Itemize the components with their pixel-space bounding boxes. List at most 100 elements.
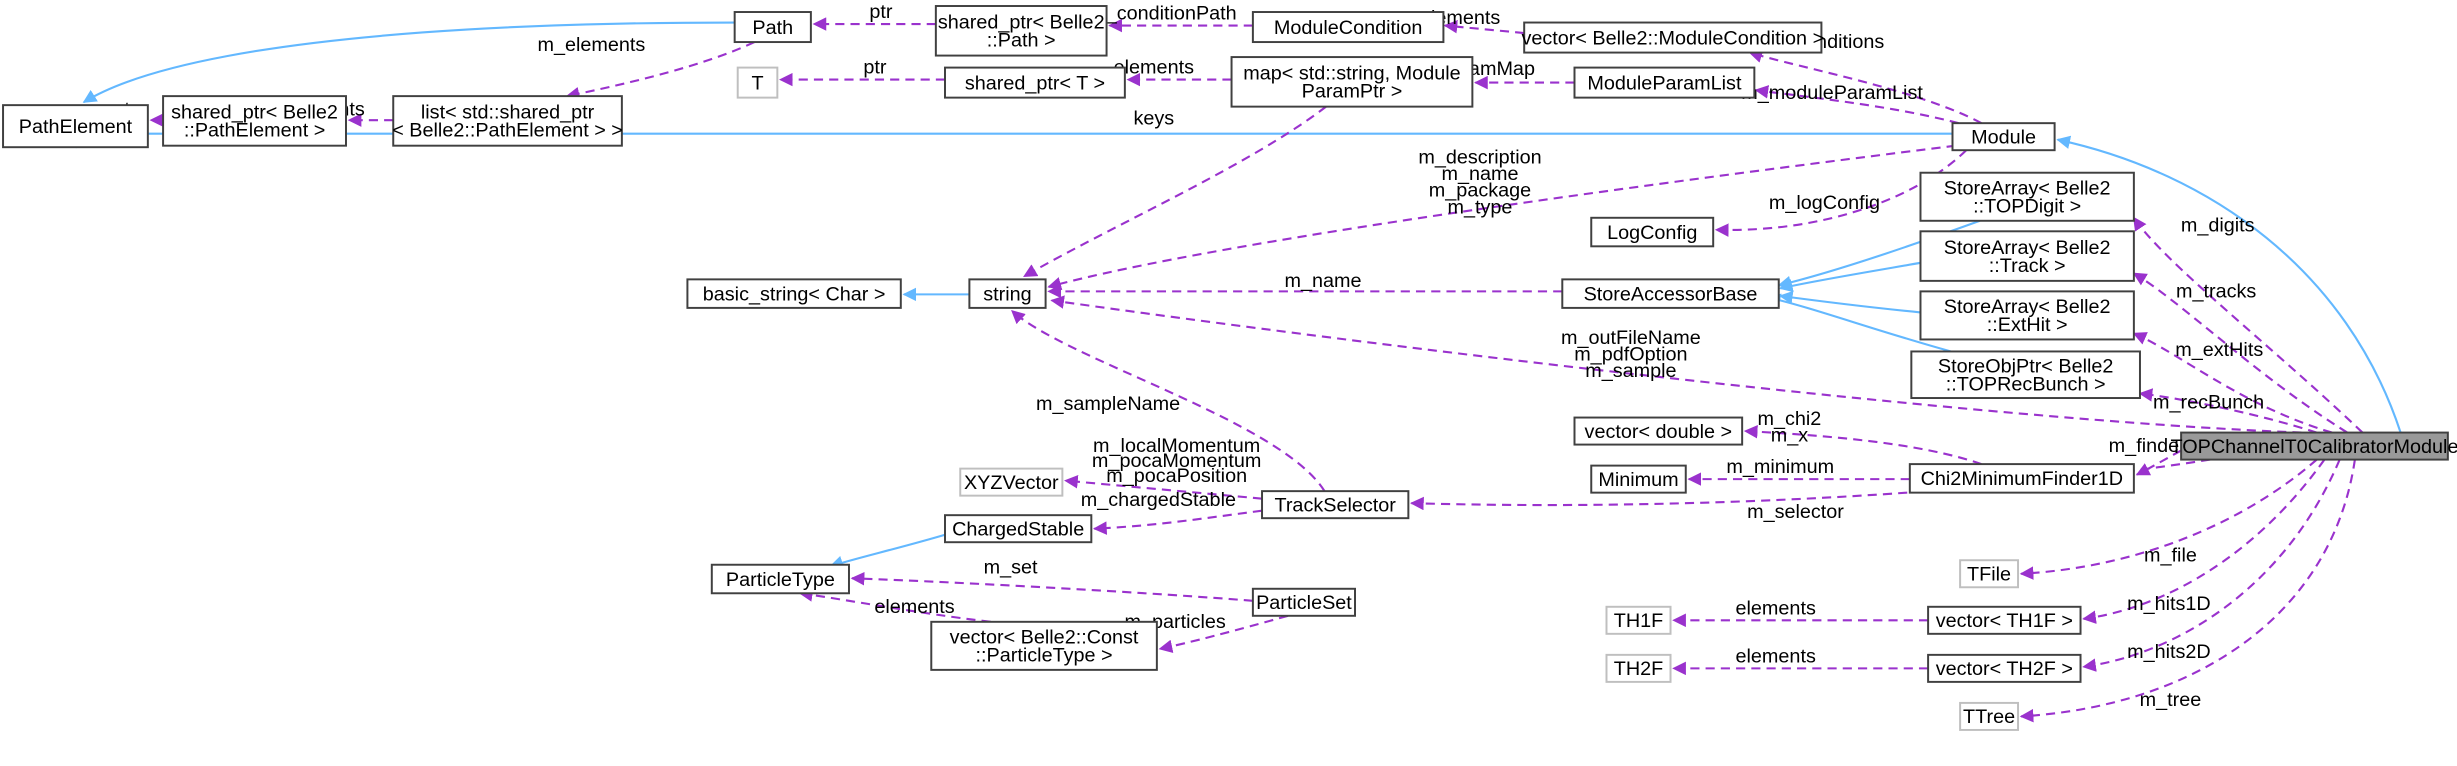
edge-th1f-elements: elements [1672,597,1929,628]
node-box [944,66,1126,99]
class-node-sa-exthit[interactable]: StoreArray< Belle2::ExtHit > [1919,290,2135,341]
edge-condition-path: m_conditionPath [1089,3,1253,33]
node-label: vector< TH2F > [1936,658,2073,680]
edge-label: m_file [2144,545,2197,567]
class-node-moduleparamlist[interactable]: ModuleParamList [1573,66,1756,99]
edge-module-logconfig: m_logConfig [1714,149,1967,237]
class-node-pathelement[interactable]: PathElement [2,104,149,149]
edge-label: m_x [1771,425,1809,447]
node-box [1959,701,2020,731]
node-label: ::Track > [1989,255,2066,277]
node-label: TOPChannelT0CalibratorModule [2170,436,2457,458]
class-node-sa-track[interactable]: StoreArray< Belle2::Track > [1919,230,2135,282]
class-node-path[interactable]: Path [733,11,812,44]
class-node-list-pathelement[interactable]: list< std::shared_ptr< Belle2::PathEleme… [392,95,623,147]
node-box [1919,171,2135,222]
class-node-th2f[interactable]: TH2F [1605,653,1672,683]
class-node-ttree[interactable]: TTree [1959,701,2020,731]
node-label: vector< Belle2::ModuleCondition > [1521,27,1824,49]
edge-label: m_elements [537,34,645,56]
node-box [1523,21,1823,54]
edge-map-keys: keys [1023,105,1327,278]
class-node-logconfig[interactable]: LogConfig [1590,216,1715,248]
class-node-sop-toprecbunch[interactable]: StoreObjPtr< Belle2::TOPRecBunch > [1910,350,2141,399]
edge-calib-module [2056,135,2402,433]
edge-label: m_pdfOption [1574,344,1687,366]
edge-label: ptr [869,1,893,23]
class-node-vec-double[interactable]: vector< double > [1573,416,1744,446]
edge-line [1443,19,1525,35]
node-box [733,11,812,44]
edge-line [2132,216,2364,434]
class-node-xyzvector[interactable]: XYZVector [959,467,1064,497]
edge-th2f-elements: elements [1672,645,1929,676]
edge-finder-minimum: m_minimum [1687,456,1910,486]
edge-label: m_hits2D [2127,641,2211,663]
node-box [1261,490,1410,520]
class-node-vec-th2f[interactable]: vector< TH2F > [1927,653,2082,683]
edge-sp-t-ptr: ptr [779,57,945,87]
edge-line [1778,290,1921,314]
class-node-tfile[interactable]: TFile [1959,559,2020,589]
class-node-particleset[interactable]: ParticleSet [1251,587,1356,617]
class-node-chi2minimumfinder1d[interactable]: Chi2MinimumFinder1D [1908,463,2135,494]
edge-recbunch-storeaccessor [1766,293,1952,353]
edge-label: m_name [1284,270,1361,292]
class-node-vec-modulecondition[interactable]: vector< Belle2::ModuleCondition > [1521,21,1824,54]
node-box [2,104,149,149]
class-node-modulecondition[interactable]: ModuleCondition [1251,11,1445,44]
edge-label: elements [874,596,955,618]
class-node-module[interactable]: Module [1951,122,2056,152]
node-label: PathElement [19,116,133,138]
class-node-sp-path[interactable]: shared_ptr< Belle2::Path > [934,5,1108,57]
edge-line [1748,49,1982,125]
edge-line [1050,295,2302,434]
edge-line [829,533,946,569]
edge-selector-xyz: m_localMomentumm_pocaMomentumm_pocaPosit… [1064,435,1263,500]
edge-line [1047,144,1956,291]
edge-path-m-elements: m_elements [537,34,755,101]
edge-label: m_set [984,557,1038,579]
edge-module-pathelement [71,131,1953,149]
node-box [710,563,850,595]
class-node-minimum[interactable]: Minimum [1590,464,1687,494]
node-box [1230,56,1474,108]
edge-line [1011,309,1326,492]
edge-line [1766,293,1952,353]
node-box [1251,587,1356,617]
node-label: ::ParticleType > [976,645,1113,667]
class-node-particletype[interactable]: ParticleType [710,563,850,595]
node-box [968,278,1047,309]
class-node-trackselector[interactable]: TrackSelector [1261,490,1410,520]
edge-label: m_tree [2140,689,2202,711]
edge-label: m_finders [2109,435,2196,457]
node-label: list< std::shared_ptr [421,102,595,124]
node-box [1573,66,1756,99]
edge-map-elements: elements [1114,57,1232,87]
class-node-sp-t[interactable]: shared_ptr< T > [944,66,1126,99]
node-label: < Belle2::PathElement > > [392,120,623,142]
node-label: string [983,284,1031,306]
node-box [1908,463,2135,494]
edge-line [2082,458,2326,624]
node-box [162,95,347,147]
class-node-storeaccessorbase[interactable]: StoreAccessorBase [1561,278,1780,309]
class-node-sa-topdigit[interactable]: StoreArray< Belle2::TOPDigit > [1919,171,2135,222]
class-node-topchannelt0calibratormodule[interactable]: TOPChannelT0CalibratorModule [2170,431,2457,461]
class-node-chargedstable[interactable]: ChargedStable [944,514,1093,544]
class-node-vec-th1f[interactable]: vector< TH1F > [1927,605,2082,635]
node-label: vector< TH1F > [1936,610,2073,632]
edge-line [1778,261,1921,293]
edge-calib-digits: m_digits [2132,214,2364,434]
class-node-vec-particletype[interactable]: vector< Belle2::Const::ParticleType > [930,620,1158,671]
node-label: ChargedStable [952,519,1084,541]
class-node-string[interactable]: string [968,278,1047,309]
node-box [934,5,1108,57]
class-node-basic-string[interactable]: basic_string< Char > [686,278,902,309]
class-node-sp-pathelement[interactable]: shared_ptr< Belle2::PathElement > [162,95,347,147]
class-node-th1f[interactable]: TH1F [1605,605,1672,635]
class-node-t[interactable]: T [736,66,779,99]
